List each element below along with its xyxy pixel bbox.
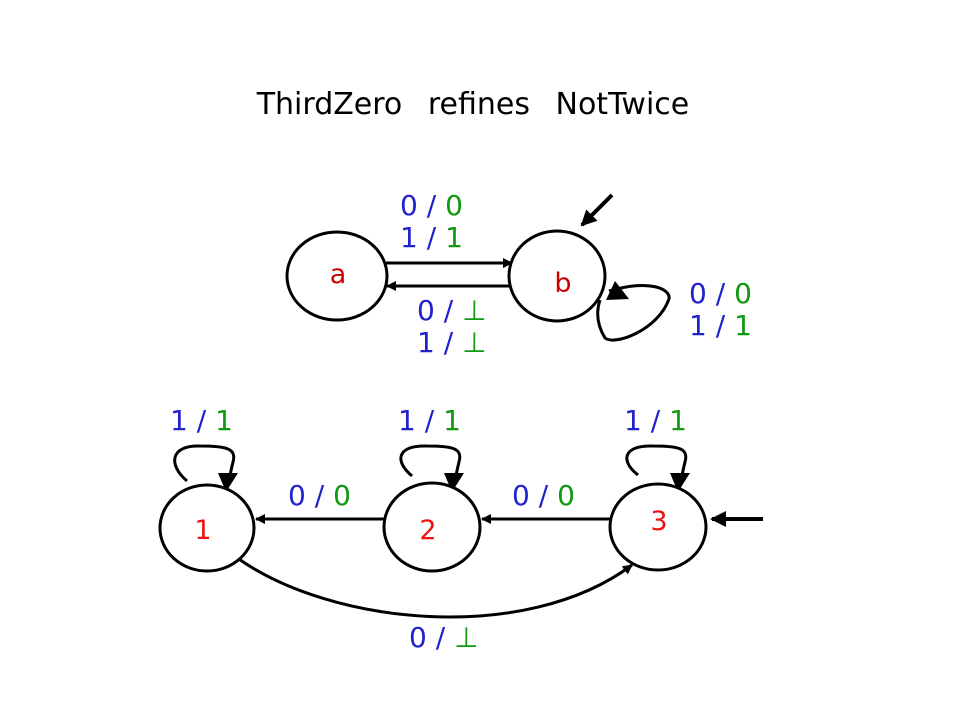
state-3-label: 3: [650, 506, 667, 537]
separator: /: [642, 404, 669, 437]
separator: /: [427, 621, 454, 654]
bottom-symbol: ⊥: [454, 621, 478, 654]
self-loop-1: [173, 444, 236, 485]
self-loop-3-arrowhead: [670, 473, 690, 492]
separator: /: [418, 189, 445, 222]
edge-1-to-3-label: 0 / ⊥: [409, 621, 478, 654]
diagram-title: ThirdZero refines NotTwice: [256, 87, 690, 122]
input-symbol: 1: [624, 404, 642, 437]
input-symbol: 0: [409, 621, 427, 654]
output-symbol: 1: [215, 404, 233, 437]
title-part-1: ThirdZero: [256, 87, 403, 122]
input-symbol: 1: [170, 404, 188, 437]
self-loop-2-arrowhead: [444, 473, 464, 492]
edge-3-to-2-label: 0 / 0: [512, 479, 575, 512]
self-loop-1-label: 1 / 1: [170, 404, 233, 437]
bottom-symbol: ⊥: [462, 294, 486, 327]
state-a-label: a: [330, 259, 347, 290]
bottom-symbol: ⊥: [462, 326, 486, 359]
separator: /: [435, 326, 462, 359]
separator: /: [416, 404, 443, 437]
output-symbol: 0: [333, 479, 351, 512]
output-symbol: 0: [557, 479, 575, 512]
input-symbol: 0: [288, 479, 306, 512]
separator: /: [188, 404, 215, 437]
input-symbol: 0: [417, 294, 435, 327]
state-1-label: 1: [194, 515, 211, 546]
edge-b-to-a-label-1: 1 / ⊥: [417, 326, 486, 359]
input-symbol: 0: [689, 277, 707, 310]
separator: /: [530, 479, 557, 512]
title-part-2: refines: [428, 87, 530, 122]
state-b: [507, 229, 607, 323]
output-symbol: 1: [734, 309, 752, 342]
separator: /: [306, 479, 333, 512]
input-symbol: 1: [398, 404, 416, 437]
output-symbol: 1: [445, 221, 463, 254]
input-symbol: 0: [400, 189, 418, 222]
self-loop-2: [399, 444, 462, 485]
state-2-label: 2: [419, 515, 436, 546]
edge-a-to-b-label-0: 0 / 0: [400, 189, 463, 222]
state-1: [158, 483, 256, 573]
separator: /: [418, 221, 445, 254]
state-2: [382, 481, 482, 573]
separator: /: [435, 294, 462, 327]
self-loop-1-arrowhead: [218, 473, 238, 492]
self-loop-b-label-1: 1 / 1: [689, 309, 752, 342]
separator: /: [707, 309, 734, 342]
input-symbol: 1: [400, 221, 418, 254]
state-a: [285, 230, 389, 322]
input-symbol: 1: [689, 309, 707, 342]
state-b-label: b: [554, 268, 571, 299]
initial-arrow-b: [580, 193, 614, 227]
input-symbol: 0: [512, 479, 530, 512]
edge-b-to-a-label-0: 0 / ⊥: [417, 294, 486, 327]
input-symbol: 1: [417, 326, 435, 359]
separator: /: [707, 277, 734, 310]
self-loop-b: [596, 284, 671, 342]
output-symbol: 1: [443, 404, 461, 437]
self-loop-b-label-0: 0 / 0: [689, 277, 752, 310]
state-3: [608, 482, 708, 572]
output-symbol: 0: [445, 189, 463, 222]
self-loop-b-arrowhead: [606, 281, 629, 300]
output-symbol: 1: [669, 404, 687, 437]
edge-2-to-1-label: 0 / 0: [288, 479, 351, 512]
self-loop-2-label: 1 / 1: [398, 404, 461, 437]
edge-1-to-3: [235, 555, 633, 619]
self-loop-3-label: 1 / 1: [624, 404, 687, 437]
output-symbol: 0: [734, 277, 752, 310]
title-part-3: NotTwice: [556, 87, 690, 122]
edge-a-to-b-label-1: 1 / 1: [400, 221, 463, 254]
self-loop-3: [625, 444, 688, 485]
